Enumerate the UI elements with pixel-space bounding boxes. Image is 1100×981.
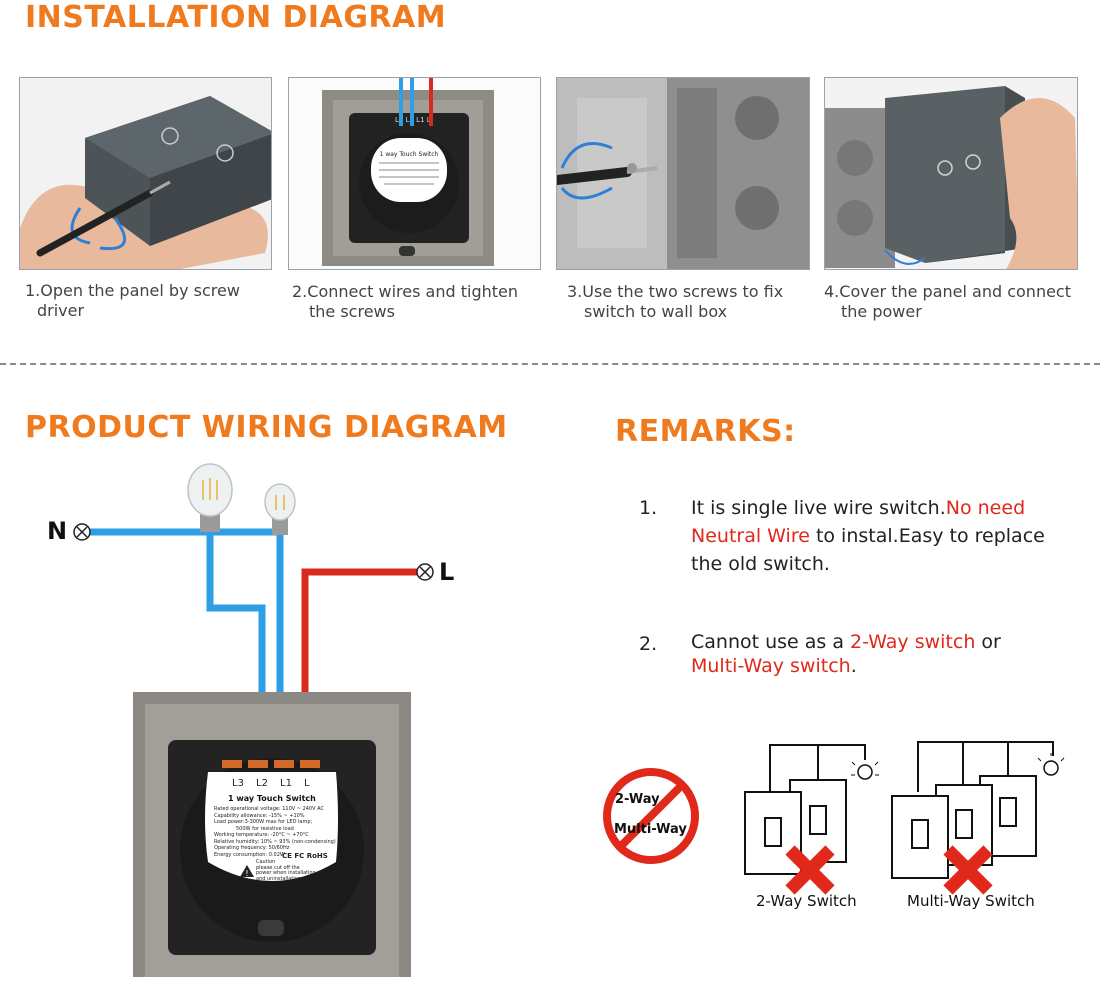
bulb-icon [187, 463, 233, 532]
spec-line: Rated operational voltage: 110V ~ 240V A… [214, 806, 324, 812]
step-1-caption-line2: driver [37, 301, 85, 320]
step-1-image [19, 77, 272, 270]
step-2-caption-line1: 2.Connect wires and tighten [292, 282, 518, 301]
switch-title: 1 way Touch Switch [228, 794, 316, 803]
spec-line: Working temperature: -20°C ~ +70°C [214, 832, 309, 838]
section-divider [0, 363, 1100, 365]
caution-text: Caution please cut off the power when in… [256, 859, 316, 882]
no-sign-text-2: Multi-Way [614, 822, 687, 837]
step-2-image: 1 way Touch Switch L3 L2 L1 L [288, 77, 541, 270]
multi-way-switch-diagram [888, 740, 1068, 895]
terminal-l1: L1 [280, 778, 292, 789]
caution-line: and uninstallation [256, 875, 301, 882]
live-label: L [439, 558, 455, 586]
terminal-l: L [304, 778, 310, 789]
remark-2-red1: 2-Way switch [850, 631, 976, 653]
caution-line: power when installation [256, 870, 316, 876]
spec-list: Rated operational voltage: 110V ~ 240V A… [214, 806, 344, 858]
wiring-diagram [40, 460, 500, 977]
no-multiway-sign [600, 765, 702, 867]
terminal-l2: L2 [256, 778, 268, 789]
multi-way-switch-label: Multi-Way Switch [907, 892, 1035, 910]
remark-2-text: Cannot use as a 2-Way switch or Multi-Wa… [691, 630, 1081, 678]
caution-line: Caution [256, 859, 276, 865]
step-2-caption-line2: the screws [309, 302, 395, 321]
step-1-caption: 1.Open the panel by screw driver [25, 281, 295, 321]
two-way-switch-label: 2-Way Switch [756, 892, 857, 910]
remark-2-part1: Cannot use as a [691, 631, 851, 653]
remark-1-red: No need Neutral Wire [691, 497, 1026, 547]
bulb-icon [264, 483, 296, 535]
svg-text:!: ! [245, 869, 248, 877]
step-3-image [556, 77, 810, 270]
remarks-title: REMARKS: [615, 414, 796, 449]
spec-line: Operating frequency: 50/60Hz [214, 845, 290, 851]
caution-icon: ! [240, 862, 254, 881]
terminal-l3: L3 [232, 778, 244, 789]
remark-1-number: 1. [639, 497, 658, 519]
remark-2-red2: Multi-Way switch [691, 655, 851, 677]
spec-line: 500W for resistive load [236, 825, 294, 832]
caution-line: please cut off the [256, 864, 300, 871]
spec-line: Energy consumption: 0.02W [214, 851, 285, 858]
remark-1-part1: It is single live wire switch. [691, 497, 946, 519]
step-4-image [824, 77, 1078, 270]
installation-title: INSTALLATION DIAGRAM [25, 0, 447, 35]
light-bulb-icon [851, 757, 879, 780]
remark-2-part3: . [850, 655, 857, 677]
neutral-label: N [47, 517, 68, 545]
step-3-caption-line2: switch to wall box [584, 302, 728, 321]
light-bulb-icon [1037, 753, 1065, 776]
wiring-title: PRODUCT WIRING DIAGRAM [25, 410, 508, 445]
step-3-caption-line1: 3.Use the two screws to fix [567, 282, 784, 301]
remark-2-number: 2. [639, 633, 658, 655]
step-2-caption: 2.Connect wires and tighten the screws [292, 282, 562, 322]
step-1-caption-line1: 1.Open the panel by screw [25, 281, 240, 300]
spec-line: Relative humidity: 10% ~ 93% (non-conden… [214, 838, 336, 845]
remark-2-part2: or [975, 631, 1001, 653]
step-4-caption-line1: 4.Cover the panel and connect [824, 282, 1071, 301]
remark-1-part2: to instal.Easy to replace the old switch… [691, 525, 1045, 575]
step-4-caption: 4.Cover the panel and connect the power [824, 282, 1094, 322]
no-sign-text-1: 2-Way [615, 792, 660, 807]
step-3-caption: 3.Use the two screws to fix switch to wa… [567, 282, 837, 322]
remark-1-text: It is single live wire switch.No need Ne… [691, 494, 1081, 578]
spec-line: Capability allowance: -15% ~ +10% [214, 812, 305, 819]
spec-line: Load power:3-300W max for LED lamp; [214, 819, 313, 825]
step-4-caption-line2: the power [841, 302, 922, 321]
cert-marks: CE FC RoHS [282, 852, 328, 860]
svg-text:1 way Touch Switch: 1 way Touch Switch [380, 151, 439, 158]
two-way-switch-diagram [740, 740, 890, 895]
